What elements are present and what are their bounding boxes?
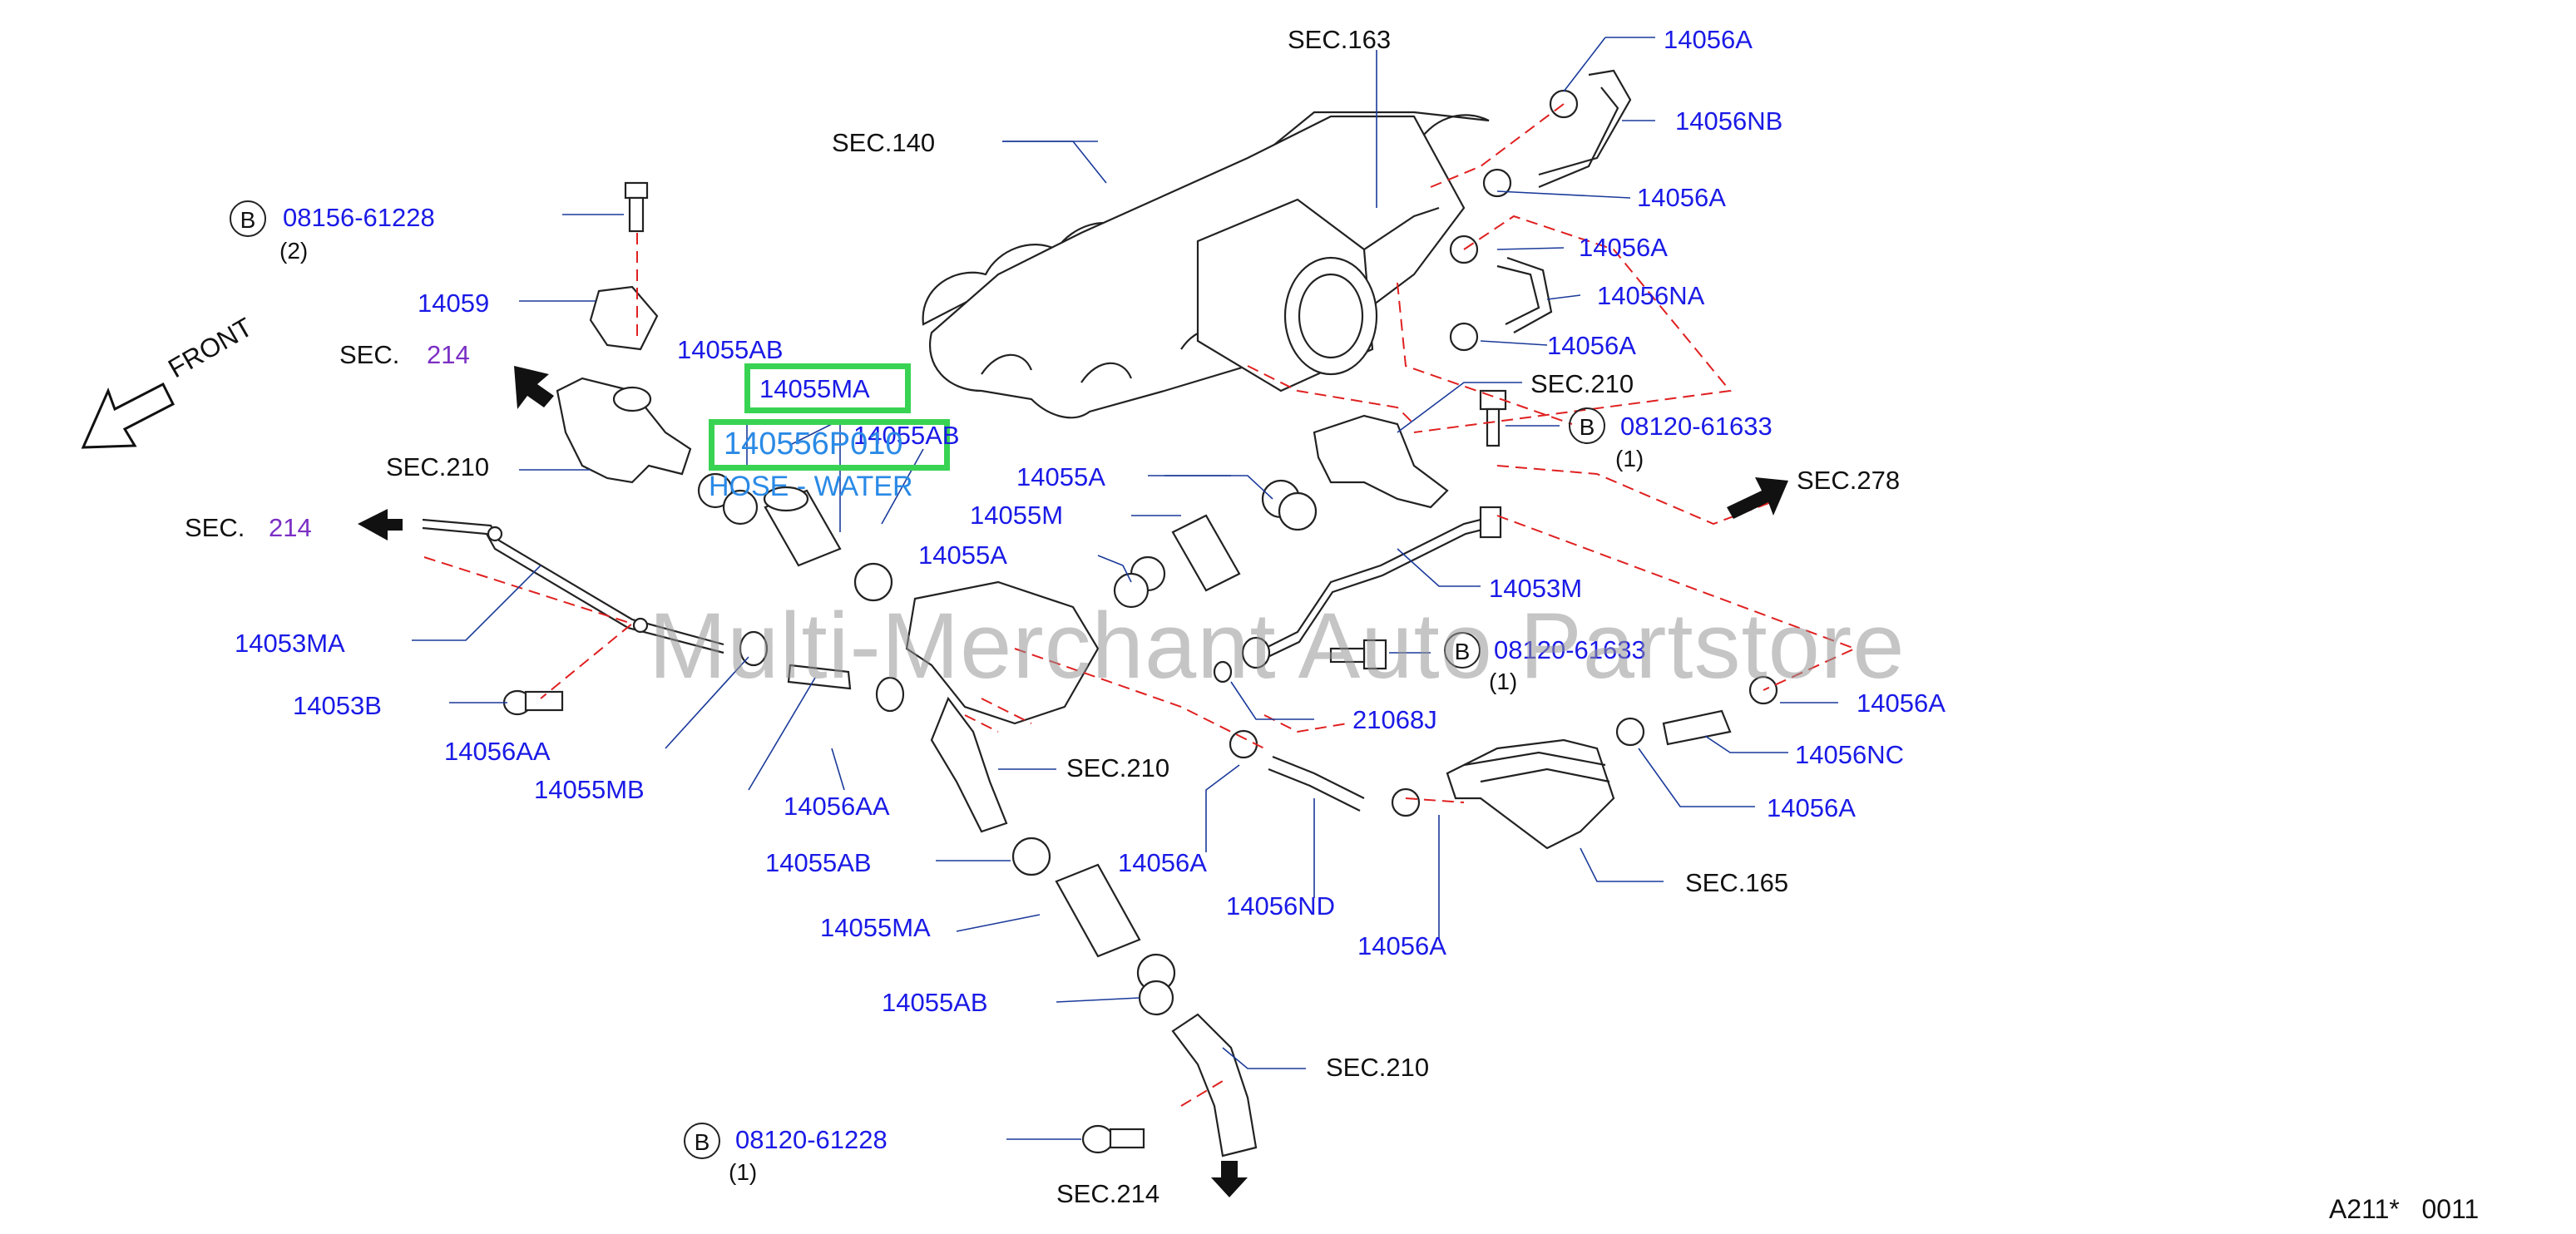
bolt-08120-61633-upper (1479, 389, 1507, 447)
qty-08156-61228: (2) (279, 238, 309, 264)
bolt-14053B (502, 689, 564, 716)
water-pipe-14053M (1241, 506, 1502, 669)
label-sec165[interactable]: SEC.165 (1685, 868, 1789, 897)
leader-lines (412, 37, 1838, 1140)
arrow-sec214-upper (514, 366, 554, 409)
part-14056A-2[interactable]: 14056A (1637, 183, 1726, 212)
hose-14055MA-top (697, 472, 893, 602)
arrow-sec214-down (1211, 1161, 1248, 1197)
water-outlet-housing (556, 285, 692, 484)
watermark: Multi-Merchant Auto Partstore (649, 594, 1906, 698)
part-08120-61228[interactable]: 08120-61228 (735, 1125, 888, 1154)
qty-08120-61633-b: (1) (1489, 669, 1518, 694)
hose-14056ND (1229, 729, 1421, 817)
label-sec210-center[interactable]: SEC.210 (1066, 753, 1170, 782)
sec214-upper-number: 214 (426, 340, 470, 369)
diagram-code: A211* 0011 (2329, 1194, 2480, 1224)
part-14056NA[interactable]: 14056NA (1597, 281, 1705, 310)
part-14056NB[interactable]: 14056NB (1675, 106, 1783, 136)
qty-08120-61228: (1) (729, 1159, 758, 1185)
arrow-sec214-left (358, 509, 403, 540)
part-14056ND[interactable]: 14056ND (1226, 891, 1335, 921)
part-hose-water-description: HOSE - WATER (709, 471, 913, 502)
part-14053M[interactable]: 14053M (1489, 574, 1583, 603)
part-14059[interactable]: 14059 (418, 289, 490, 318)
o-ring-21068J (1213, 660, 1233, 684)
part-14056A-7[interactable]: 14056A (1118, 848, 1207, 877)
part-08120-61633-b[interactable]: 08120-61633 (1494, 635, 1646, 664)
circle-b-08156: B (230, 200, 266, 237)
part-08156-61228[interactable]: 08156-61228 (283, 203, 435, 232)
part-14055A-b[interactable]: 14055A (918, 540, 1007, 570)
part-14056NC[interactable]: 14056NC (1795, 740, 1904, 769)
label-sec214-bottom[interactable]: SEC.214 (1056, 1179, 1160, 1208)
circle-b-08120-61228: B (684, 1123, 720, 1159)
hose-14055M (1113, 479, 1318, 609)
label-sec210-lower[interactable]: SEC.210 (1326, 1053, 1430, 1082)
part-14055MA-highlighted[interactable]: 14055MA (759, 374, 870, 403)
water-inlet-housing (905, 580, 1100, 833)
label-sec214-upper[interactable]: SEC. 214 (339, 342, 470, 368)
throttle-body (1196, 198, 1440, 392)
label-sec210-left[interactable]: SEC.210 (386, 452, 490, 481)
part-14056A-3[interactable]: 14056A (1579, 233, 1668, 262)
part-14056A-6[interactable]: 14056A (1767, 793, 1856, 822)
part-14056A-1[interactable]: 14056A (1664, 25, 1753, 54)
arrow-sec278 (1727, 477, 1788, 519)
highlight-box-140556P010 (709, 419, 950, 471)
part-14053B[interactable]: 14053B (293, 691, 382, 720)
upper-water-outlet (1313, 414, 1449, 509)
sec214-upper-prefix: SEC. (339, 340, 400, 369)
part-14055MA-lower[interactable]: 14055MA (820, 913, 931, 942)
hose-14055MA-lower (1011, 837, 1176, 1016)
qty-08120-61633-a: (1) (1615, 446, 1644, 471)
circle-b-08120-61633-b: B (1444, 632, 1481, 669)
circle-b-08120-61633-a: B (1569, 407, 1605, 444)
part-08120-61633-a[interactable]: 08120-61633 (1620, 412, 1773, 441)
hose-14055MB (739, 630, 905, 713)
direction-arrows (358, 366, 1788, 1197)
sec214-left-prefix: SEC. (185, 513, 245, 542)
part-14055M[interactable]: 14055M (970, 501, 1064, 530)
part-14055AB-a[interactable]: 14055AB (677, 335, 784, 364)
part-14053MA[interactable]: 14053MA (235, 629, 345, 658)
highlight-box-14055MA (744, 363, 911, 413)
bolt-08120-61228 (1081, 1124, 1145, 1154)
part-14056A-8[interactable]: 14056A (1357, 931, 1446, 960)
part-14055A-a[interactable]: 14055A (1016, 462, 1105, 491)
heater-pipe-sec165 (1446, 738, 1615, 850)
label-sec278[interactable]: SEC.278 (1797, 466, 1901, 495)
front-arrow-icon (81, 382, 176, 449)
hose-14056NB (1482, 69, 1632, 198)
part-14055AB-c[interactable]: 14055AB (765, 848, 872, 877)
bolt-08120-61633-lower (1329, 639, 1387, 670)
bolt-08156 (624, 181, 649, 233)
part-14055MB[interactable]: 14055MB (534, 775, 645, 804)
part-140556P010-highlighted[interactable]: 140556P010 (724, 427, 903, 462)
water-pipe-14053MA (422, 518, 724, 654)
part-14056A-5[interactable]: 14056A (1857, 689, 1946, 718)
label-sec140[interactable]: SEC.140 (832, 128, 936, 157)
sec214-left-number: 214 (268, 513, 312, 542)
part-14056AA-a[interactable]: 14056AA (444, 737, 551, 766)
part-21068J[interactable]: 21068J (1352, 705, 1437, 734)
part-14055AB-b[interactable]: 14055AB (853, 421, 960, 450)
part-14055AB-d[interactable]: 14055AB (882, 988, 988, 1017)
part-14056AA-b[interactable]: 14056AA (784, 792, 890, 821)
hose-14056NA (1449, 234, 1553, 352)
part-14056A-4[interactable]: 14056A (1547, 331, 1636, 360)
label-sec163[interactable]: SEC.163 (1288, 25, 1392, 54)
label-sec210-upper-right[interactable]: SEC.210 (1530, 369, 1634, 398)
label-sec214-left[interactable]: SEC. 214 (185, 515, 312, 540)
